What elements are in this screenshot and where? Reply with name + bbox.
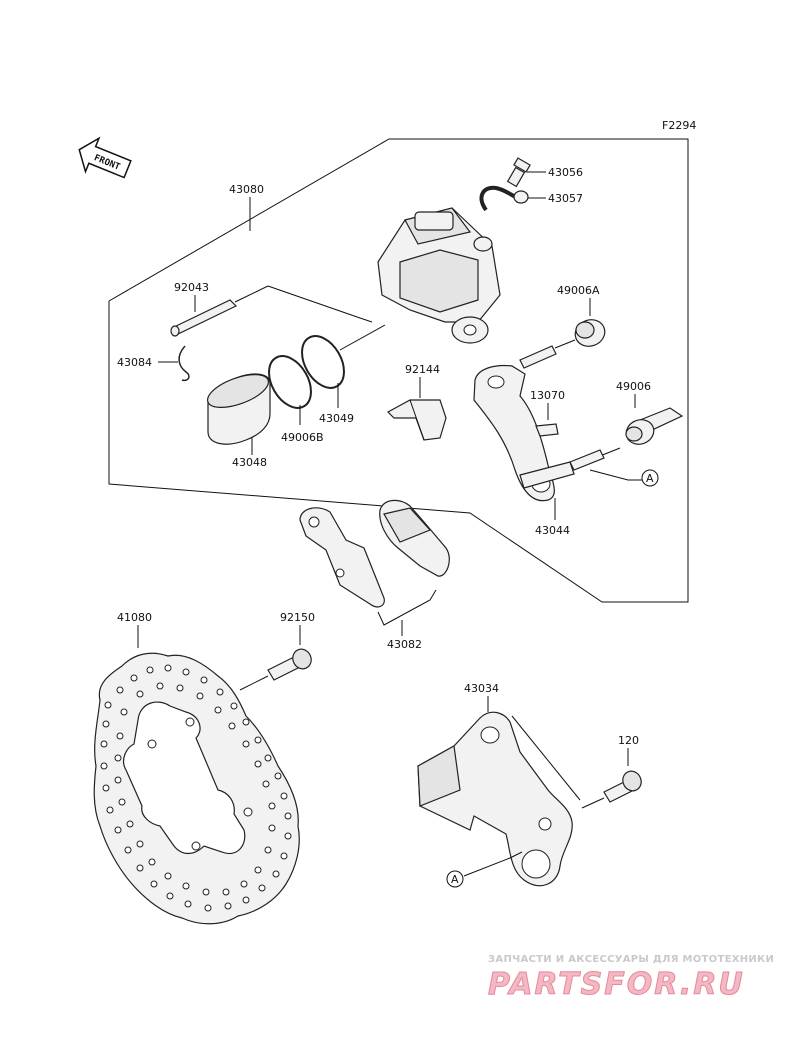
label-49006B: 49006B — [281, 431, 324, 444]
caliper-holder — [417, 711, 573, 887]
brake-pad-left — [299, 507, 385, 608]
label-43044: 43044 — [535, 524, 570, 537]
disc-holes — [100, 664, 292, 912]
label-92043: 92043 — [174, 281, 209, 294]
dust-seal — [301, 335, 345, 389]
brake-disc — [93, 652, 300, 925]
label-41080: 41080 — [117, 611, 152, 624]
caliper-bracket — [473, 364, 575, 502]
label-43056: 43056 — [548, 166, 583, 179]
front-arrow-icon: FRONT — [78, 136, 132, 179]
piston-seal — [268, 355, 312, 409]
retaining-clip — [178, 345, 190, 382]
piston — [207, 373, 271, 445]
assembly-outline — [108, 138, 689, 603]
pad-retainer — [535, 423, 559, 437]
watermark-brand: PARTSFOR.RU — [488, 967, 745, 1002]
bracket-pin-upper — [519, 345, 557, 369]
label-43084: 43084 — [117, 356, 152, 369]
bleed-cap — [479, 185, 529, 212]
label-43049: 43049 — [319, 412, 354, 425]
label-43048: 43048 — [232, 456, 267, 469]
ref-marker-a-lower — [446, 870, 464, 888]
slide-pin — [170, 299, 238, 337]
bleed-valve — [506, 157, 531, 188]
pad-spring — [387, 399, 447, 441]
ref-label-a-lower: A — [451, 873, 459, 886]
ref-marker-a-upper — [641, 469, 659, 487]
label-92150: 92150 — [280, 611, 315, 624]
label-92144: 92144 — [405, 363, 440, 376]
label-49006: 49006 — [616, 380, 651, 393]
label-120: 120 — [618, 734, 639, 747]
ref-label-a-upper: A — [646, 472, 654, 485]
brake-pad-right — [379, 499, 450, 577]
label-13070: 13070 — [530, 389, 565, 402]
label-43080: 43080 — [229, 183, 264, 196]
caliper-body — [377, 207, 501, 344]
label-49006A: 49006A — [557, 284, 600, 297]
watermark-tagline: ЗАПЧАСТИ И АКСЕССУАРЫ ДЛЯ МОТОТЕХНИКИ — [488, 954, 774, 965]
holder-bolt — [603, 770, 642, 803]
disc-bolt — [267, 648, 312, 681]
figure-code: F2294 — [662, 119, 696, 132]
boot-49006A — [574, 319, 606, 347]
label-43034: 43034 — [464, 682, 499, 695]
label-43057: 43057 — [548, 192, 583, 205]
bracket-pin-lower — [569, 449, 605, 471]
label-43082: 43082 — [387, 638, 422, 651]
boot-49006 — [625, 407, 684, 445]
